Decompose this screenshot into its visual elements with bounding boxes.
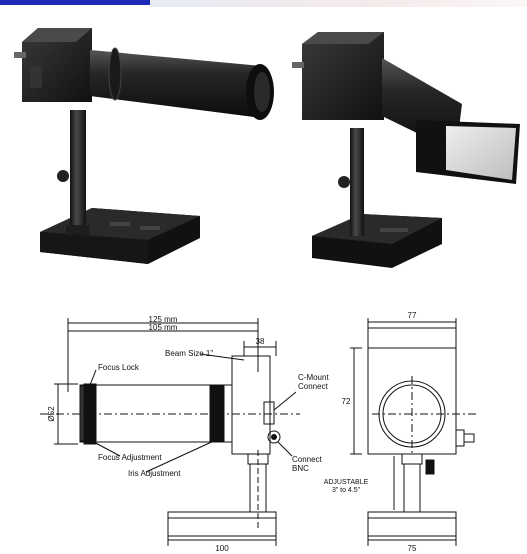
support-post (350, 128, 364, 236)
dim-base-length: 100 (215, 544, 229, 553)
iris-adjustment-label: Iris Adjustment (128, 469, 181, 478)
focus-lock-label: Focus Lock (98, 363, 140, 372)
side-screw-icon (292, 62, 304, 68)
dim-top-width: 77 (408, 311, 417, 320)
support-post (70, 110, 86, 232)
dim-body-width: 38 (256, 337, 265, 346)
header-accent-bar (0, 0, 527, 7)
technical-drawing (40, 318, 478, 546)
header-blue-stripe (0, 0, 150, 5)
bnc-connector-icon (30, 66, 42, 88)
focus-adjustment-label: Focus Adjustment (98, 453, 162, 462)
photo-camera-with-mirror (292, 32, 520, 268)
dim-overall-short: 105 mm (149, 323, 178, 332)
beam-size-label: Beam Size 1” (165, 349, 213, 358)
photo-camera-with-lens (14, 28, 274, 264)
dim-overall-long: 125 mm (149, 315, 178, 324)
side-screw-icon (14, 52, 26, 58)
post-lock-knob-icon (338, 176, 350, 188)
dim-height: 72 (342, 397, 351, 406)
lens-tube (90, 50, 262, 118)
mirror-glass (446, 126, 516, 180)
drawing-labels: 125 mm 105 mm Beam Size 1” 38 Focus Lock… (47, 311, 417, 553)
camera-body (302, 32, 384, 120)
dia-label: Ø52 (47, 406, 56, 422)
dim-base-width: 75 (408, 544, 417, 553)
post-lock-knob-icon (57, 170, 69, 182)
header-gradient-stripe (150, 0, 527, 7)
